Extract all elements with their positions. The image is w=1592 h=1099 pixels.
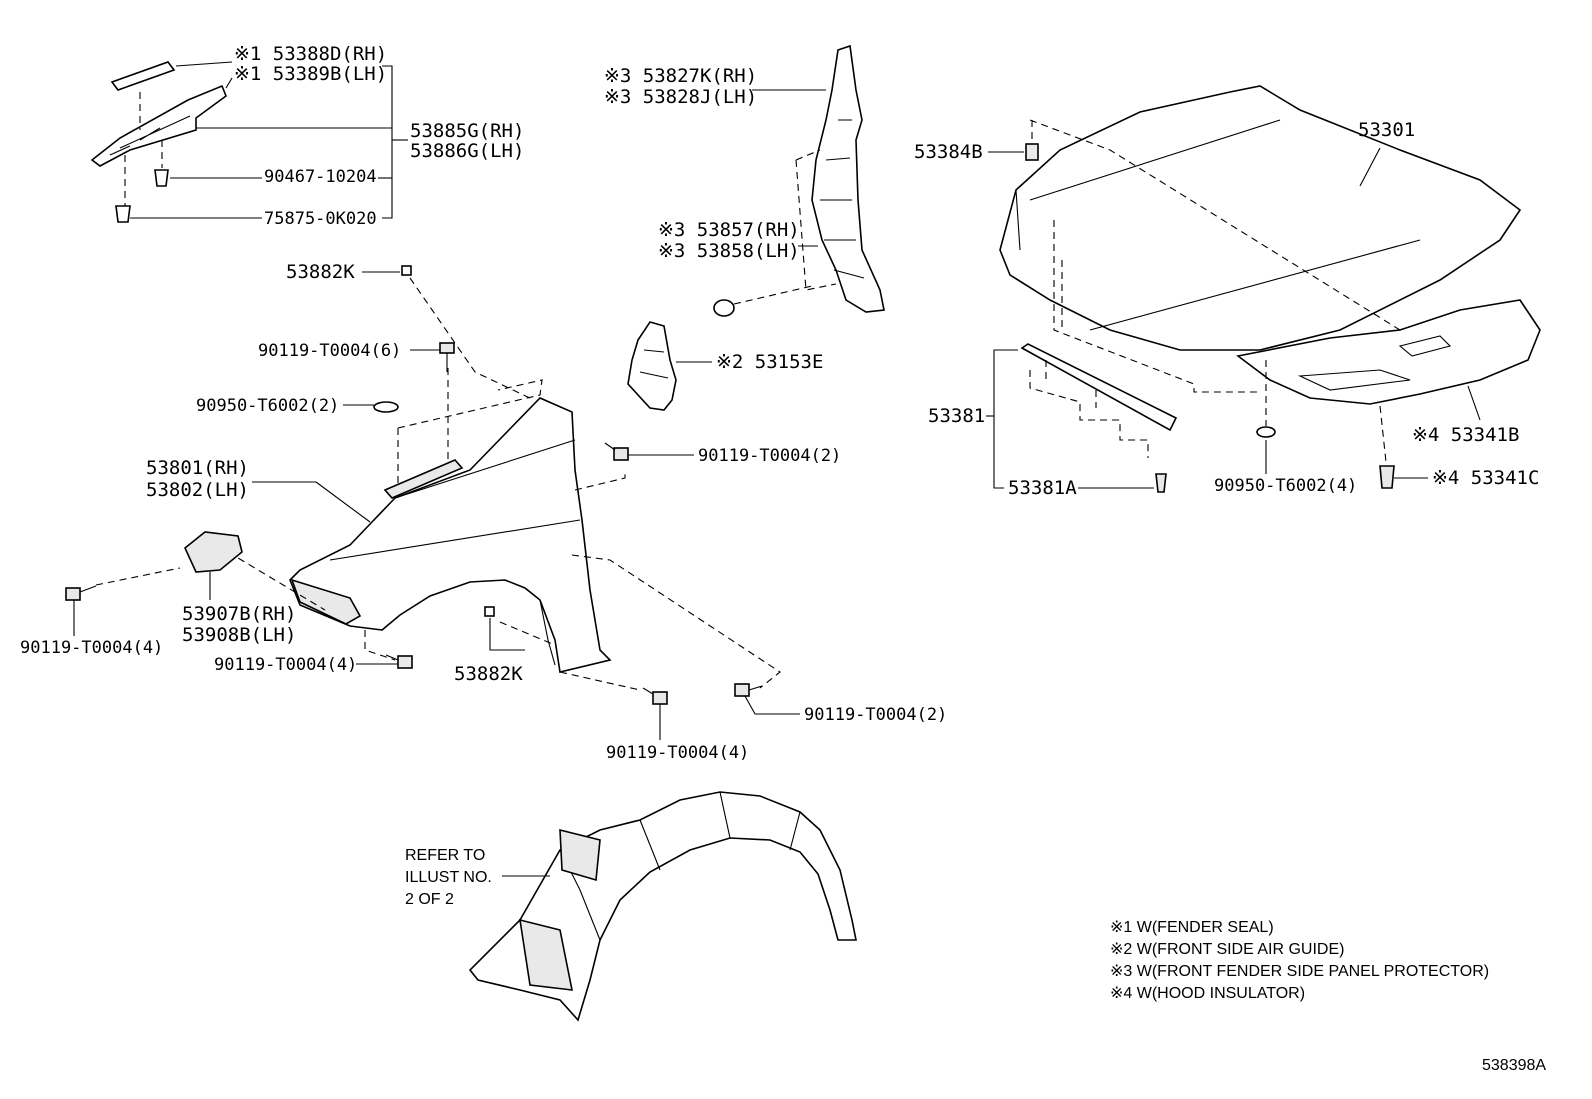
clip-53341C <box>1379 465 1395 489</box>
label-53885G: 53885G(RH) <box>410 120 524 142</box>
side-panel-protector <box>713 44 885 317</box>
label-90119-4-mid: 90119-T0004(4) <box>214 655 357 675</box>
label-53341B: ※4 53341B <box>1412 424 1519 446</box>
hood-insulator-53341B <box>1236 299 1541 405</box>
label-53301: 53301 <box>1358 119 1415 141</box>
diagram-id: 538398A <box>1482 1057 1546 1074</box>
refer-note-line-2: ILLUST NO. <box>405 869 492 886</box>
legend-item-2: ※2 W(FRONT SIDE AIR GUIDE) <box>1110 941 1344 958</box>
label-53907B: 53907B(RH) <box>182 603 296 625</box>
label-53908B: 53908B(LH) <box>182 624 296 646</box>
label-53381A: 53381A <box>1008 477 1077 499</box>
bolt-90119-top <box>439 342 455 372</box>
label-53153E: ※2 53153E <box>716 351 823 373</box>
hood-leaders <box>988 147 1381 187</box>
refer-note-line-1: REFER TO <box>405 847 485 864</box>
seal-90950-right <box>1256 426 1276 438</box>
label-90119-2-bottom: 90119-T0004(2) <box>804 705 947 725</box>
seal-90950-left <box>373 401 399 413</box>
bolt-90119-bottom-right <box>734 683 763 697</box>
label-53857: ※3 53857(RH) <box>658 219 800 241</box>
fender-seal-assembly <box>90 61 227 223</box>
seal-leaders <box>130 61 408 219</box>
label-53882K-bottom: 53882K <box>454 663 523 685</box>
bolt-90119-left <box>65 585 97 601</box>
label-75875-0K020: 75875-0K020 <box>264 209 377 229</box>
fender-dashes <box>95 277 781 691</box>
air-guide-53153E <box>627 321 712 411</box>
label-53801: 53801(RH) <box>146 457 249 479</box>
label-53389B: ※1 53389B(LH) <box>234 63 387 85</box>
bolt-90119-lower-mid <box>385 654 413 669</box>
label-90467-10204: 90467-10204 <box>264 167 377 187</box>
label-53802: 53802(LH) <box>146 479 249 501</box>
label-53381: 53381 <box>928 405 985 427</box>
label-90119-6: 90119-T0004(6) <box>258 341 401 361</box>
clip-53882K-bottom <box>484 606 495 617</box>
label-53384B: 53384B <box>914 141 983 163</box>
legend-item-4: ※4 W(HOOD INSULATOR) <box>1110 985 1305 1002</box>
label-90119-2-mid: 90119-T0004(2) <box>698 446 841 466</box>
bolt-90119-mid <box>604 442 629 461</box>
clip-53384B <box>1025 143 1039 161</box>
label-90119-4-bottom: 90119-T0004(4) <box>606 743 749 763</box>
hood-53301 <box>999 85 1522 393</box>
clip-53381A <box>1155 473 1167 493</box>
legend-item-1: ※1 W(FENDER SEAL) <box>1110 919 1274 936</box>
front-fender <box>289 397 612 673</box>
legend-item-3: ※3 W(FRONT FENDER SIDE PANEL PROTECTOR) <box>1110 963 1489 980</box>
refer-note-line-3: 2 OF 2 <box>405 891 454 908</box>
protector-leaders <box>752 89 826 247</box>
bolt-90119-bottom <box>642 687 668 705</box>
fender-liner <box>468 791 857 1022</box>
hood-seal-53381 <box>1020 343 1178 458</box>
fender-leaders <box>73 271 800 740</box>
label-53858: ※3 53858(LH) <box>658 240 800 262</box>
label-53827K: ※3 53827K(RH) <box>604 65 757 87</box>
insulator-leaders <box>1265 360 1481 479</box>
label-53886G: 53886G(LH) <box>410 140 524 162</box>
seal-leaders <box>986 349 1154 489</box>
label-53341C: ※4 53341C <box>1432 467 1539 489</box>
label-90950-4: 90950-T6002(4) <box>1214 476 1357 496</box>
label-53828J: ※3 53828J(LH) <box>604 86 757 108</box>
clip-53882K-top <box>401 265 412 276</box>
bracket-53907B <box>184 531 243 573</box>
label-53388D: ※1 53388D(RH) <box>234 43 387 65</box>
label-90950-2: 90950-T6002(2) <box>196 396 339 416</box>
legend: ※1 W(FENDER SEAL) ※2 W(FRONT SIDE AIR GU… <box>1110 919 1489 1002</box>
label-90119-4-left: 90119-T0004(4) <box>20 638 163 658</box>
label-53882K-top: 53882K <box>286 261 355 283</box>
